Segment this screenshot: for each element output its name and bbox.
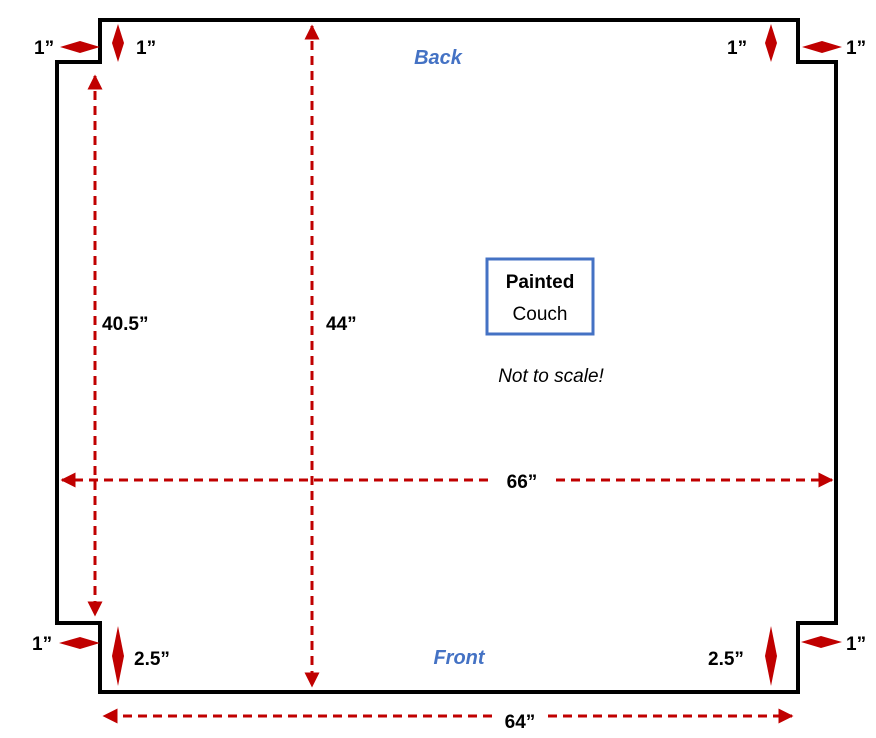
top-right-notch-depth-arrow — [765, 24, 777, 62]
bottom-left-notch-depth-label: 2.5” — [134, 649, 170, 670]
bottom-right-notch-depth-arrow — [765, 626, 777, 686]
top-right-notch-width-arrow — [802, 41, 842, 53]
couch-outline — [55, 18, 838, 694]
bottom-right-notch-width-arrow — [801, 636, 842, 648]
bottom-left-notch-depth-arrow — [112, 626, 124, 686]
bottom-right-notch-depth-label: 2.5” — [708, 649, 744, 670]
full-height-label: 44” — [326, 314, 357, 335]
box-title: Painted — [506, 272, 575, 293]
full-width-label: 66” — [507, 472, 538, 493]
front-label: Front — [433, 647, 485, 669]
top-left-notch-width-arrow — [60, 41, 100, 53]
top-left-notch-depth-arrow — [112, 24, 124, 62]
inner-height-label: 40.5” — [102, 314, 148, 335]
bottom-left-notch-width-label: 1” — [32, 634, 52, 655]
bottom-width-label: 64” — [505, 712, 536, 733]
scale-note: Not to scale! — [498, 366, 604, 387]
bottom-left-notch-width-arrow — [59, 637, 100, 649]
top-right-notch-depth-label: 1” — [727, 38, 747, 59]
bottom-right-notch-width-label: 1” — [846, 634, 866, 655]
top-left-notch-depth-label: 1” — [136, 38, 156, 59]
box-subtitle: Couch — [513, 304, 568, 325]
top-right-notch-width-label: 1” — [846, 38, 866, 59]
painted-couch-box — [485, 257, 595, 336]
top-left-notch-width-label: 1” — [34, 38, 54, 59]
back-label: Back — [414, 47, 463, 69]
